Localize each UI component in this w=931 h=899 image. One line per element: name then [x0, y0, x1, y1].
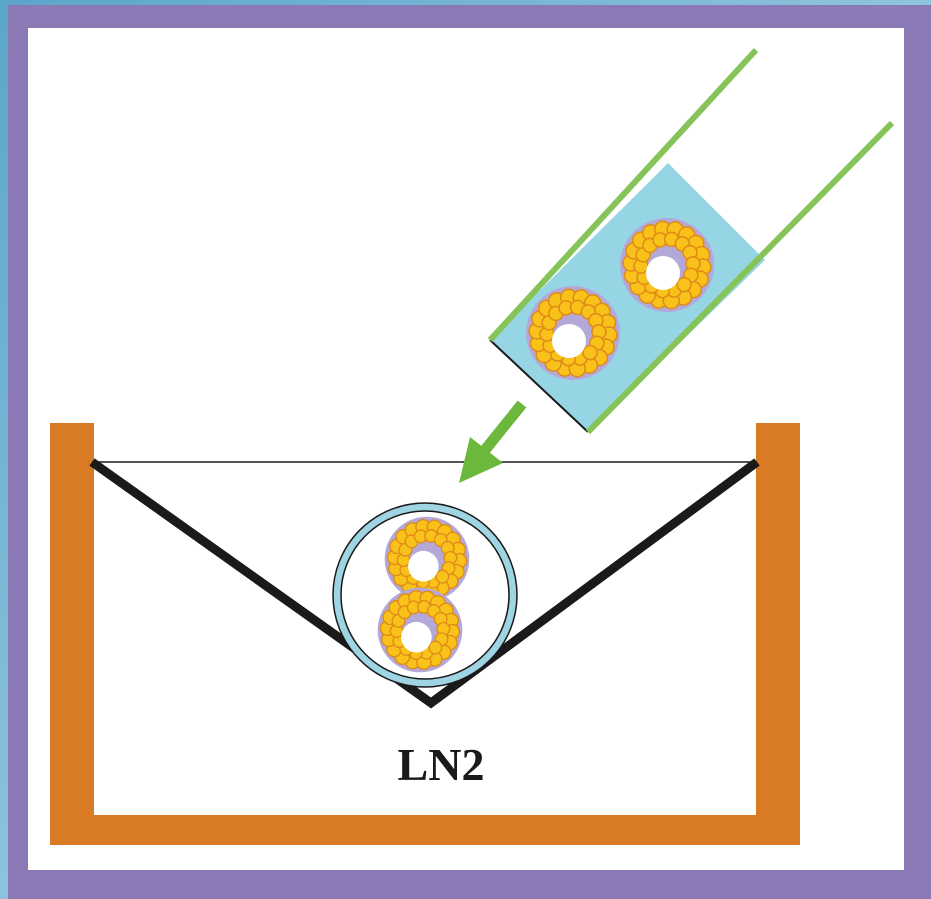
embryo-cavity	[401, 621, 432, 653]
embryo-cavity	[552, 324, 586, 358]
embryo-cell	[582, 344, 598, 361]
embryo-icon	[377, 587, 463, 673]
v-funnel	[89, 458, 760, 709]
embryo-icon	[526, 286, 620, 380]
embryo-cavity	[646, 256, 680, 290]
straw	[487, 47, 895, 435]
ln2-container	[50, 423, 800, 845]
ln2-label: LN2	[398, 739, 485, 790]
embryo-icon	[384, 516, 470, 602]
embryo-cavity	[408, 550, 439, 582]
embryo-icon	[620, 218, 714, 312]
embryo-cell	[435, 569, 450, 584]
embryo-cell	[676, 276, 692, 293]
vitrification-droplet	[332, 502, 518, 688]
arrow-icon	[459, 400, 527, 483]
embryo-cell	[428, 640, 443, 655]
straw-wall-lower	[585, 120, 895, 435]
straw-wall-upper	[487, 47, 759, 343]
